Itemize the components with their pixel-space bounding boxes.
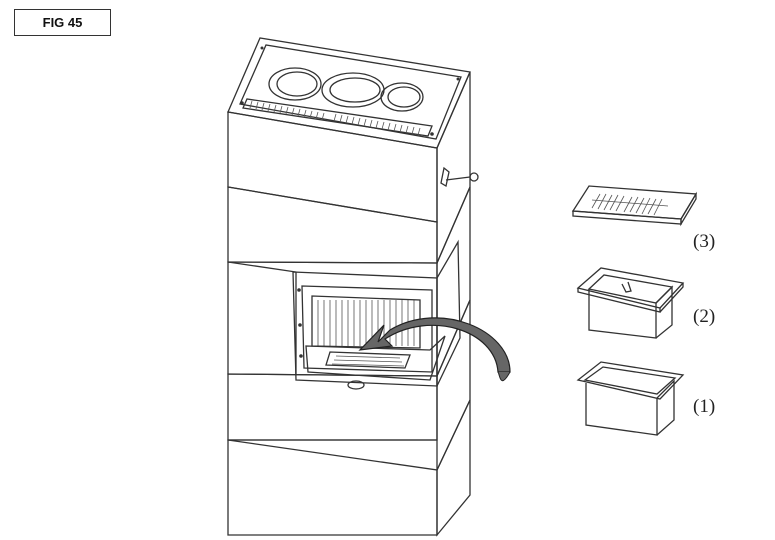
stove-tower bbox=[227, 37, 479, 537]
stove-top-panel bbox=[227, 37, 471, 149]
part-1-label: (1) bbox=[693, 396, 715, 417]
vent-grille-slots bbox=[249, 100, 421, 136]
part-3-grate bbox=[571, 185, 698, 227]
part-2-label: (2) bbox=[693, 306, 715, 327]
part-3-label: (3) bbox=[693, 231, 715, 252]
part-2-ash-pan-frame bbox=[576, 267, 685, 339]
firebox-back-wall-ribs bbox=[317, 300, 415, 346]
air-control-handle bbox=[440, 166, 479, 188]
part-1-ash-box bbox=[576, 361, 685, 436]
firebox bbox=[292, 239, 461, 390]
insert-direction-arrow bbox=[358, 317, 511, 382]
figure-label: FIG 45 bbox=[14, 9, 111, 36]
